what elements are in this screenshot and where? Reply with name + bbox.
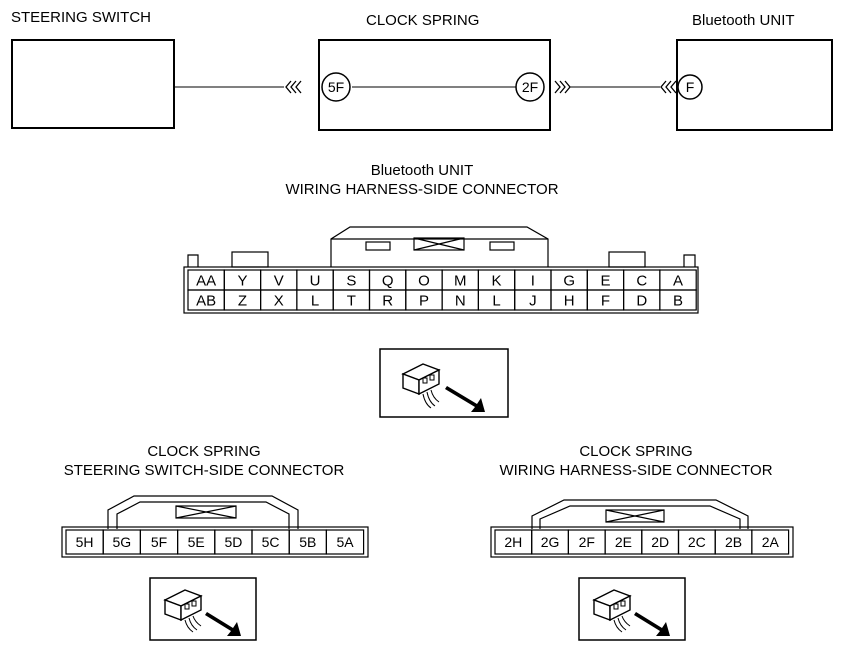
- connector-symbol-f: [660, 80, 677, 94]
- bt-pin: K: [492, 272, 502, 289]
- connector-symbol-5f: [285, 80, 302, 94]
- cs-steering-pin: 5F: [151, 534, 167, 550]
- bt-pin-grid: AA Y V U S Q O M K I G E C A AB Z X L T R P N L J H F D B: [187, 269, 697, 311]
- pin-2f-label: 2F: [522, 79, 538, 95]
- cs-steering-pin: 5G: [112, 534, 131, 550]
- cs-steering-pin: 5E: [188, 534, 205, 550]
- steering-switch-label: STEERING SWITCH: [11, 9, 152, 26]
- bt-pin: P: [419, 292, 429, 309]
- cs-harness-pin-grid: 2H 2G 2F 2E 2D 2C 2B 2A: [494, 529, 790, 555]
- clock-spring-label: CLOCK SPRING: [366, 12, 480, 29]
- bluetooth-unit-label: Bluetooth UNIT: [692, 12, 795, 29]
- pin-2f-circle: [515, 72, 545, 102]
- cs-harness-pin: 2D: [651, 534, 669, 550]
- bluetooth-unit-box: [676, 39, 833, 131]
- bt-connector-title-line1: Bluetooth UNIT: [370, 162, 474, 179]
- bt-pin: R: [382, 292, 393, 309]
- cs-harness-connector-diagram: 2H 2G 2F 2E 2D 2C 2B 2A: [490, 499, 794, 558]
- bt-pin: AB: [196, 292, 216, 309]
- bt-pin: Q: [382, 272, 394, 289]
- bt-pin: A: [673, 272, 683, 289]
- cs-harness-view-icon: [578, 577, 686, 641]
- pin-5f-circle: [321, 72, 351, 102]
- bt-pin: N: [455, 292, 466, 309]
- cs-harness-pin: 2H: [504, 534, 522, 550]
- cs-harness-pin: 2C: [688, 534, 706, 550]
- bt-pin: U: [310, 272, 321, 289]
- cs-harness-pin-cell: [751, 529, 790, 555]
- bt-pin: Y: [237, 272, 247, 289]
- bt-pin: V: [274, 272, 284, 289]
- cs-steering-pin: 5D: [224, 534, 242, 550]
- cs-harness-pin: 2F: [579, 534, 595, 550]
- bt-pin: X: [274, 292, 284, 309]
- bt-pin: O: [418, 272, 430, 289]
- wiring-diagram: 5F 2F F: [11, 39, 833, 131]
- cs-harness-title-line1: CLOCK SPRING: [579, 443, 693, 460]
- cs-steering-pin: 5B: [299, 534, 316, 550]
- bt-pin-cell: [659, 289, 697, 311]
- cs-steering-pin: 5H: [76, 534, 94, 550]
- bt-pin: S: [346, 272, 356, 289]
- pin-5f-label: 5F: [328, 79, 344, 95]
- bt-pin: E: [600, 272, 610, 289]
- bt-pin: J: [529, 292, 537, 309]
- steering-switch-box: [11, 39, 175, 129]
- bt-connector-title-line2: WIRING HARNESS-SIDE CONNECTOR: [285, 181, 559, 198]
- cs-harness-title-line2: WIRING HARNESS-SIDE CONNECTOR: [499, 462, 773, 479]
- bt-pin: C: [636, 272, 647, 289]
- bt-connector-view-icon: [379, 348, 509, 418]
- bt-pin: M: [454, 272, 467, 289]
- pin-f-label: F: [686, 79, 695, 95]
- bt-pin: AA: [196, 272, 216, 289]
- bt-pin: H: [564, 292, 575, 309]
- cs-harness-pin: 2B: [725, 534, 742, 550]
- bt-pin: G: [563, 272, 575, 289]
- connector-symbol-2f: [554, 80, 571, 94]
- bt-pin: F: [601, 292, 610, 309]
- bt-pin: L: [492, 292, 500, 309]
- clock-spring-box: [318, 39, 551, 131]
- bt-pin: B: [673, 292, 683, 309]
- cs-steering-pin: 5A: [336, 534, 354, 550]
- bt-pin: Z: [238, 292, 247, 309]
- cs-harness-pin: 2G: [541, 534, 560, 550]
- bt-connector-diagram: AA Y V U S Q O M K I G E C A AB Z X L T R P N L J H F D B: [183, 226, 699, 314]
- cs-harness-pin: 2A: [762, 534, 780, 550]
- cs-steering-connector-diagram: 5H 5G 5F 5E 5D 5C 5B 5A: [61, 495, 369, 558]
- bt-pin: I: [531, 272, 535, 289]
- cs-steering-view-icon: [149, 577, 257, 641]
- cs-steering-pin: 5C: [262, 534, 280, 550]
- cs-steering-title-line2: STEERING SWITCH-SIDE CONNECTOR: [63, 462, 345, 479]
- cs-steering-pin-cell: [325, 529, 365, 555]
- cs-steering-pin-grid: 5H 5G 5F 5E 5D 5C 5B 5A: [65, 529, 365, 555]
- bt-pin: D: [636, 292, 647, 309]
- bt-pin: L: [311, 292, 319, 309]
- cs-harness-pin: 2E: [615, 534, 632, 550]
- bt-pin: T: [347, 292, 356, 309]
- pin-f-circle: [677, 74, 703, 100]
- cs-steering-title-line1: CLOCK SPRING: [147, 443, 261, 460]
